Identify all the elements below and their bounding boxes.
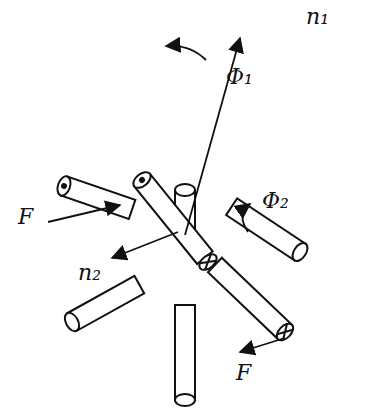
axis-label: Φ₂ <box>262 190 289 212</box>
axis-label: F <box>236 362 251 384</box>
axis-label: n₁ <box>306 6 329 28</box>
axis-label: n₂ <box>78 262 101 284</box>
axis-label: Φ₁ <box>226 66 253 88</box>
axis-label: F <box>18 206 33 228</box>
